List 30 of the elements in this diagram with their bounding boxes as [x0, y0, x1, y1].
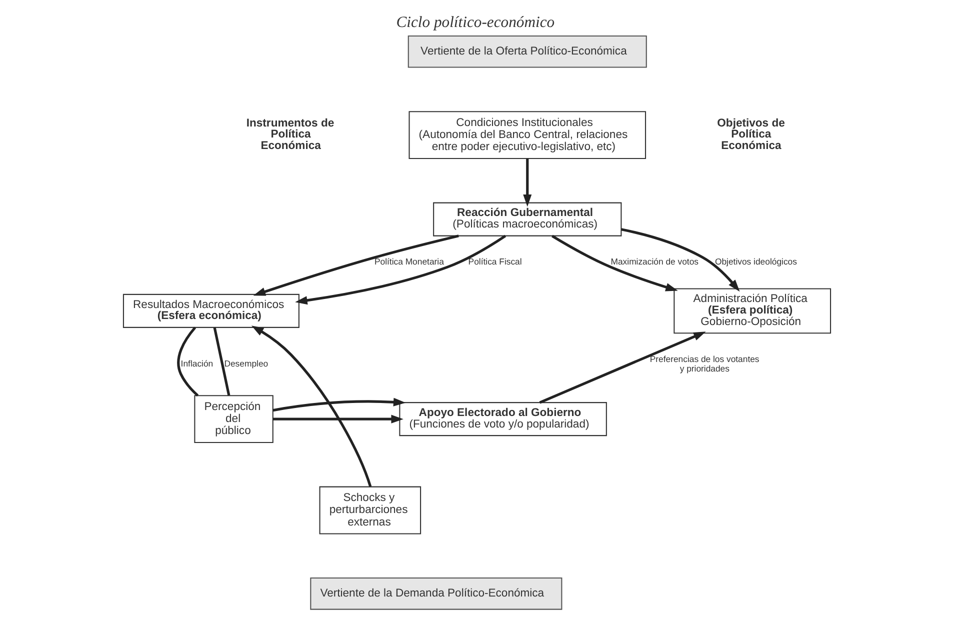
connector [176, 326, 198, 396]
node-box: Vertiente de la Demanda Político-Económica [310, 578, 562, 610]
node-box: Apoyo Electorado al Gobierno (Funciones de voto y/o popularidad) [398, 402, 606, 436]
edge-label: Maximización de votos [610, 256, 698, 266]
arrow [294, 234, 506, 305]
edge-label: Objetivos ideológicos [714, 256, 796, 266]
node-box: Percepción del público [194, 395, 273, 444]
connector [212, 327, 230, 396]
arrow [272, 414, 403, 424]
label: Objetivos de Política Económica [716, 117, 784, 152]
arrow [551, 234, 678, 292]
arrow [272, 398, 406, 412]
arrow [250, 326, 372, 488]
arrow [252, 234, 458, 296]
edge-label: Política Fiscal [468, 256, 522, 266]
node-box: Resultados Macroeconómicos (Esfera económica) [122, 294, 299, 328]
node-box: Reacción Gubernamental (Políticas macroeconómicas) [432, 202, 622, 236]
node-box: Condiciones Institucionales (Autonomía del Banco Central, relaciones entre poder ejecutivo-legislativo, etc) [408, 111, 646, 160]
diagram-title: Ciclo político-económico [396, 14, 554, 31]
edge-label: Inflación [180, 358, 213, 369]
arrow [620, 228, 740, 292]
arrow [522, 158, 532, 207]
edge-label: Desempleo [224, 358, 268, 369]
node-box: Vertiente de la Oferta Político-Económica [407, 36, 646, 68]
node-box: Administración Política (Esfera política) Gobierno-Oposición [673, 288, 831, 334]
arrow [538, 332, 706, 404]
label: Instrumentos de Política Económica [246, 117, 334, 152]
edge-label: Preferencias de los votantes y prioridades [649, 354, 759, 374]
edge-label: Política Monetaria [374, 256, 444, 266]
node-box: Schocks y perturbarciones externas [318, 486, 421, 534]
